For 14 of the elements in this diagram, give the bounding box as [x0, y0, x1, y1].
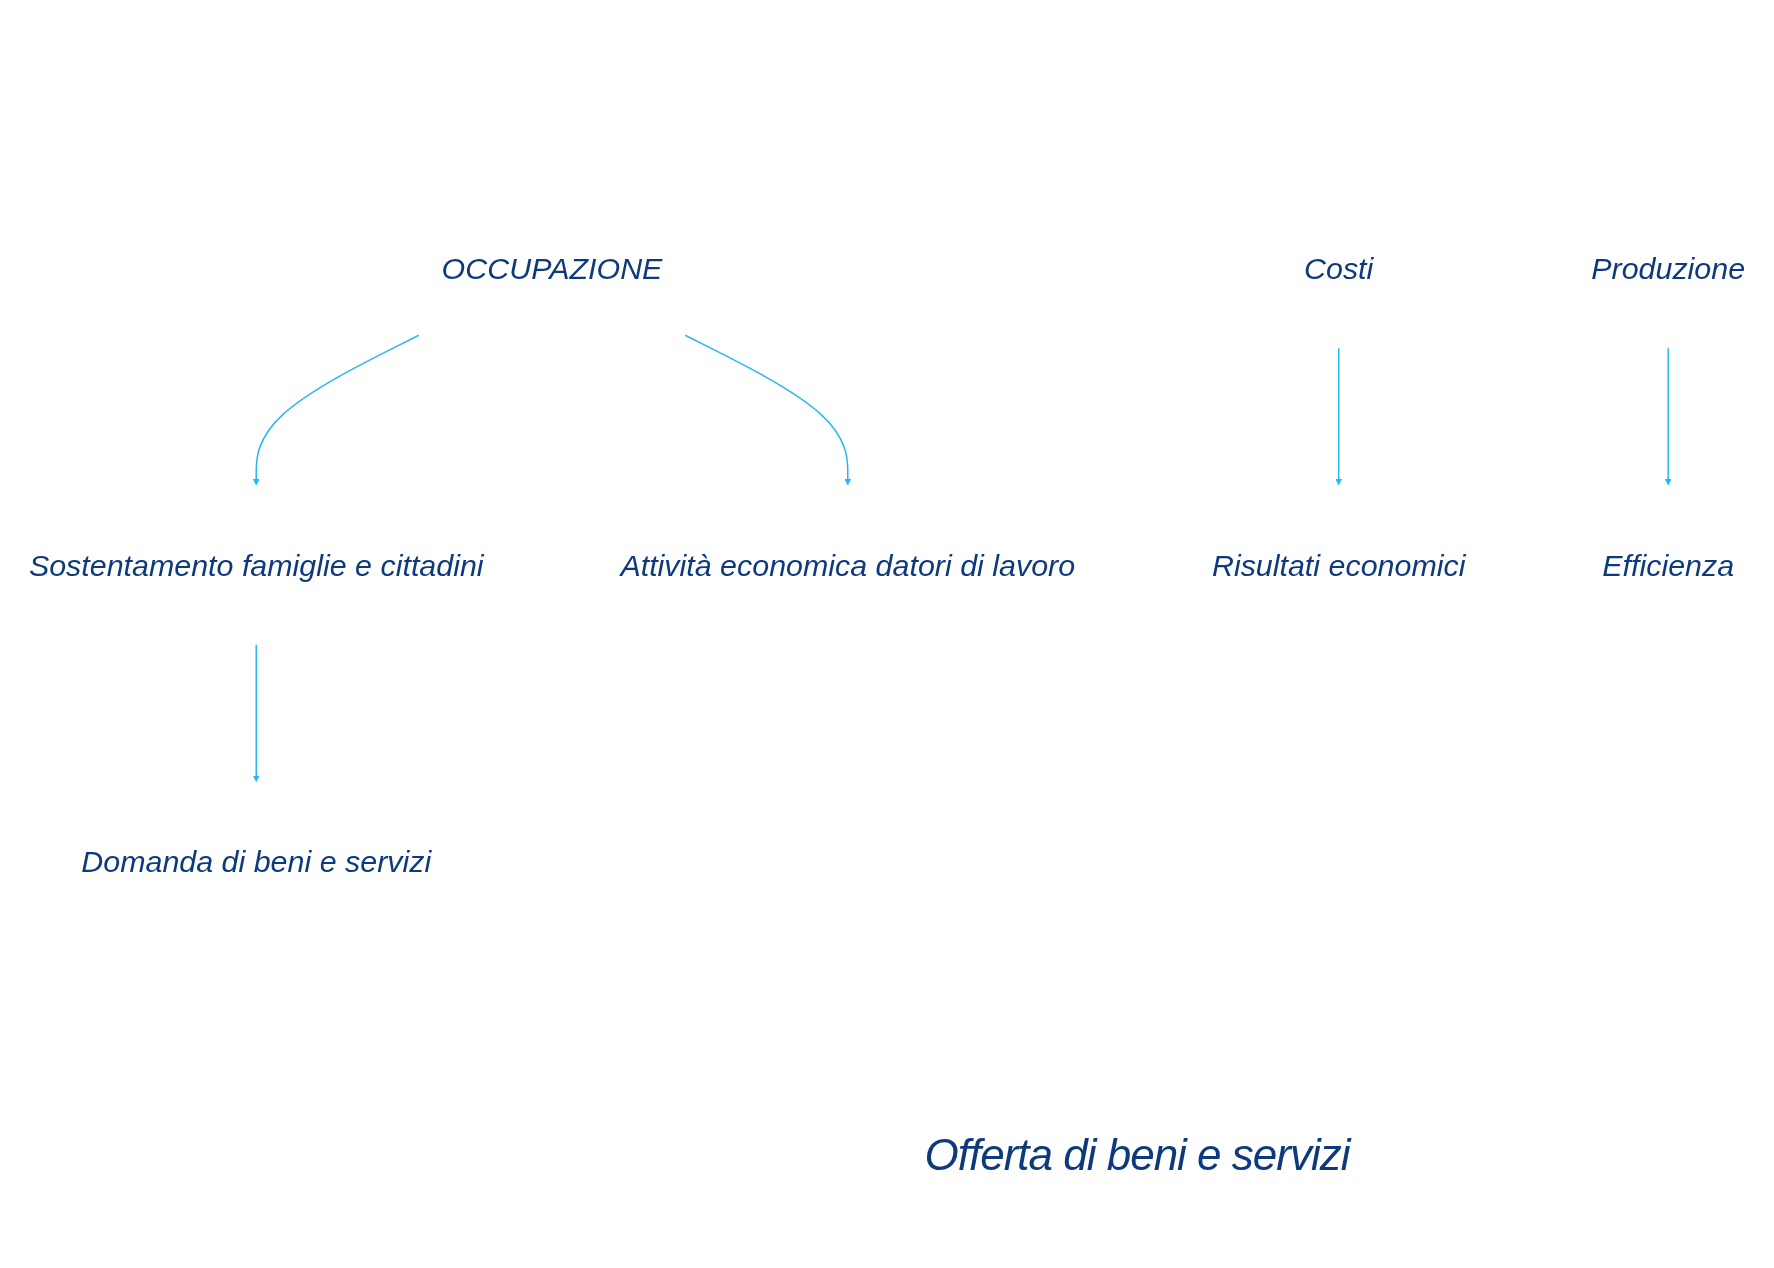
arrow [1664, 347, 1672, 486]
node-text: Attività economica datori di lavoro [620, 548, 1076, 582]
node-text: OCCUPAZIONE [441, 251, 663, 286]
node-text: Produzione [1591, 251, 1746, 286]
node-text: Risultati economici [1211, 548, 1466, 582]
node-text: Sostentamento famiglie e cittadini [28, 548, 484, 582]
arrow [1335, 347, 1342, 486]
node-text: Domanda di beni e servizi [81, 844, 432, 879]
arrow [684, 334, 852, 486]
note-text: Offerta di beni e servizi [924, 1130, 1350, 1180]
arrow [252, 334, 420, 486]
node-text: Efficienza [1602, 548, 1735, 582]
arrow [252, 644, 260, 782]
node-text: Costi [1304, 251, 1374, 286]
